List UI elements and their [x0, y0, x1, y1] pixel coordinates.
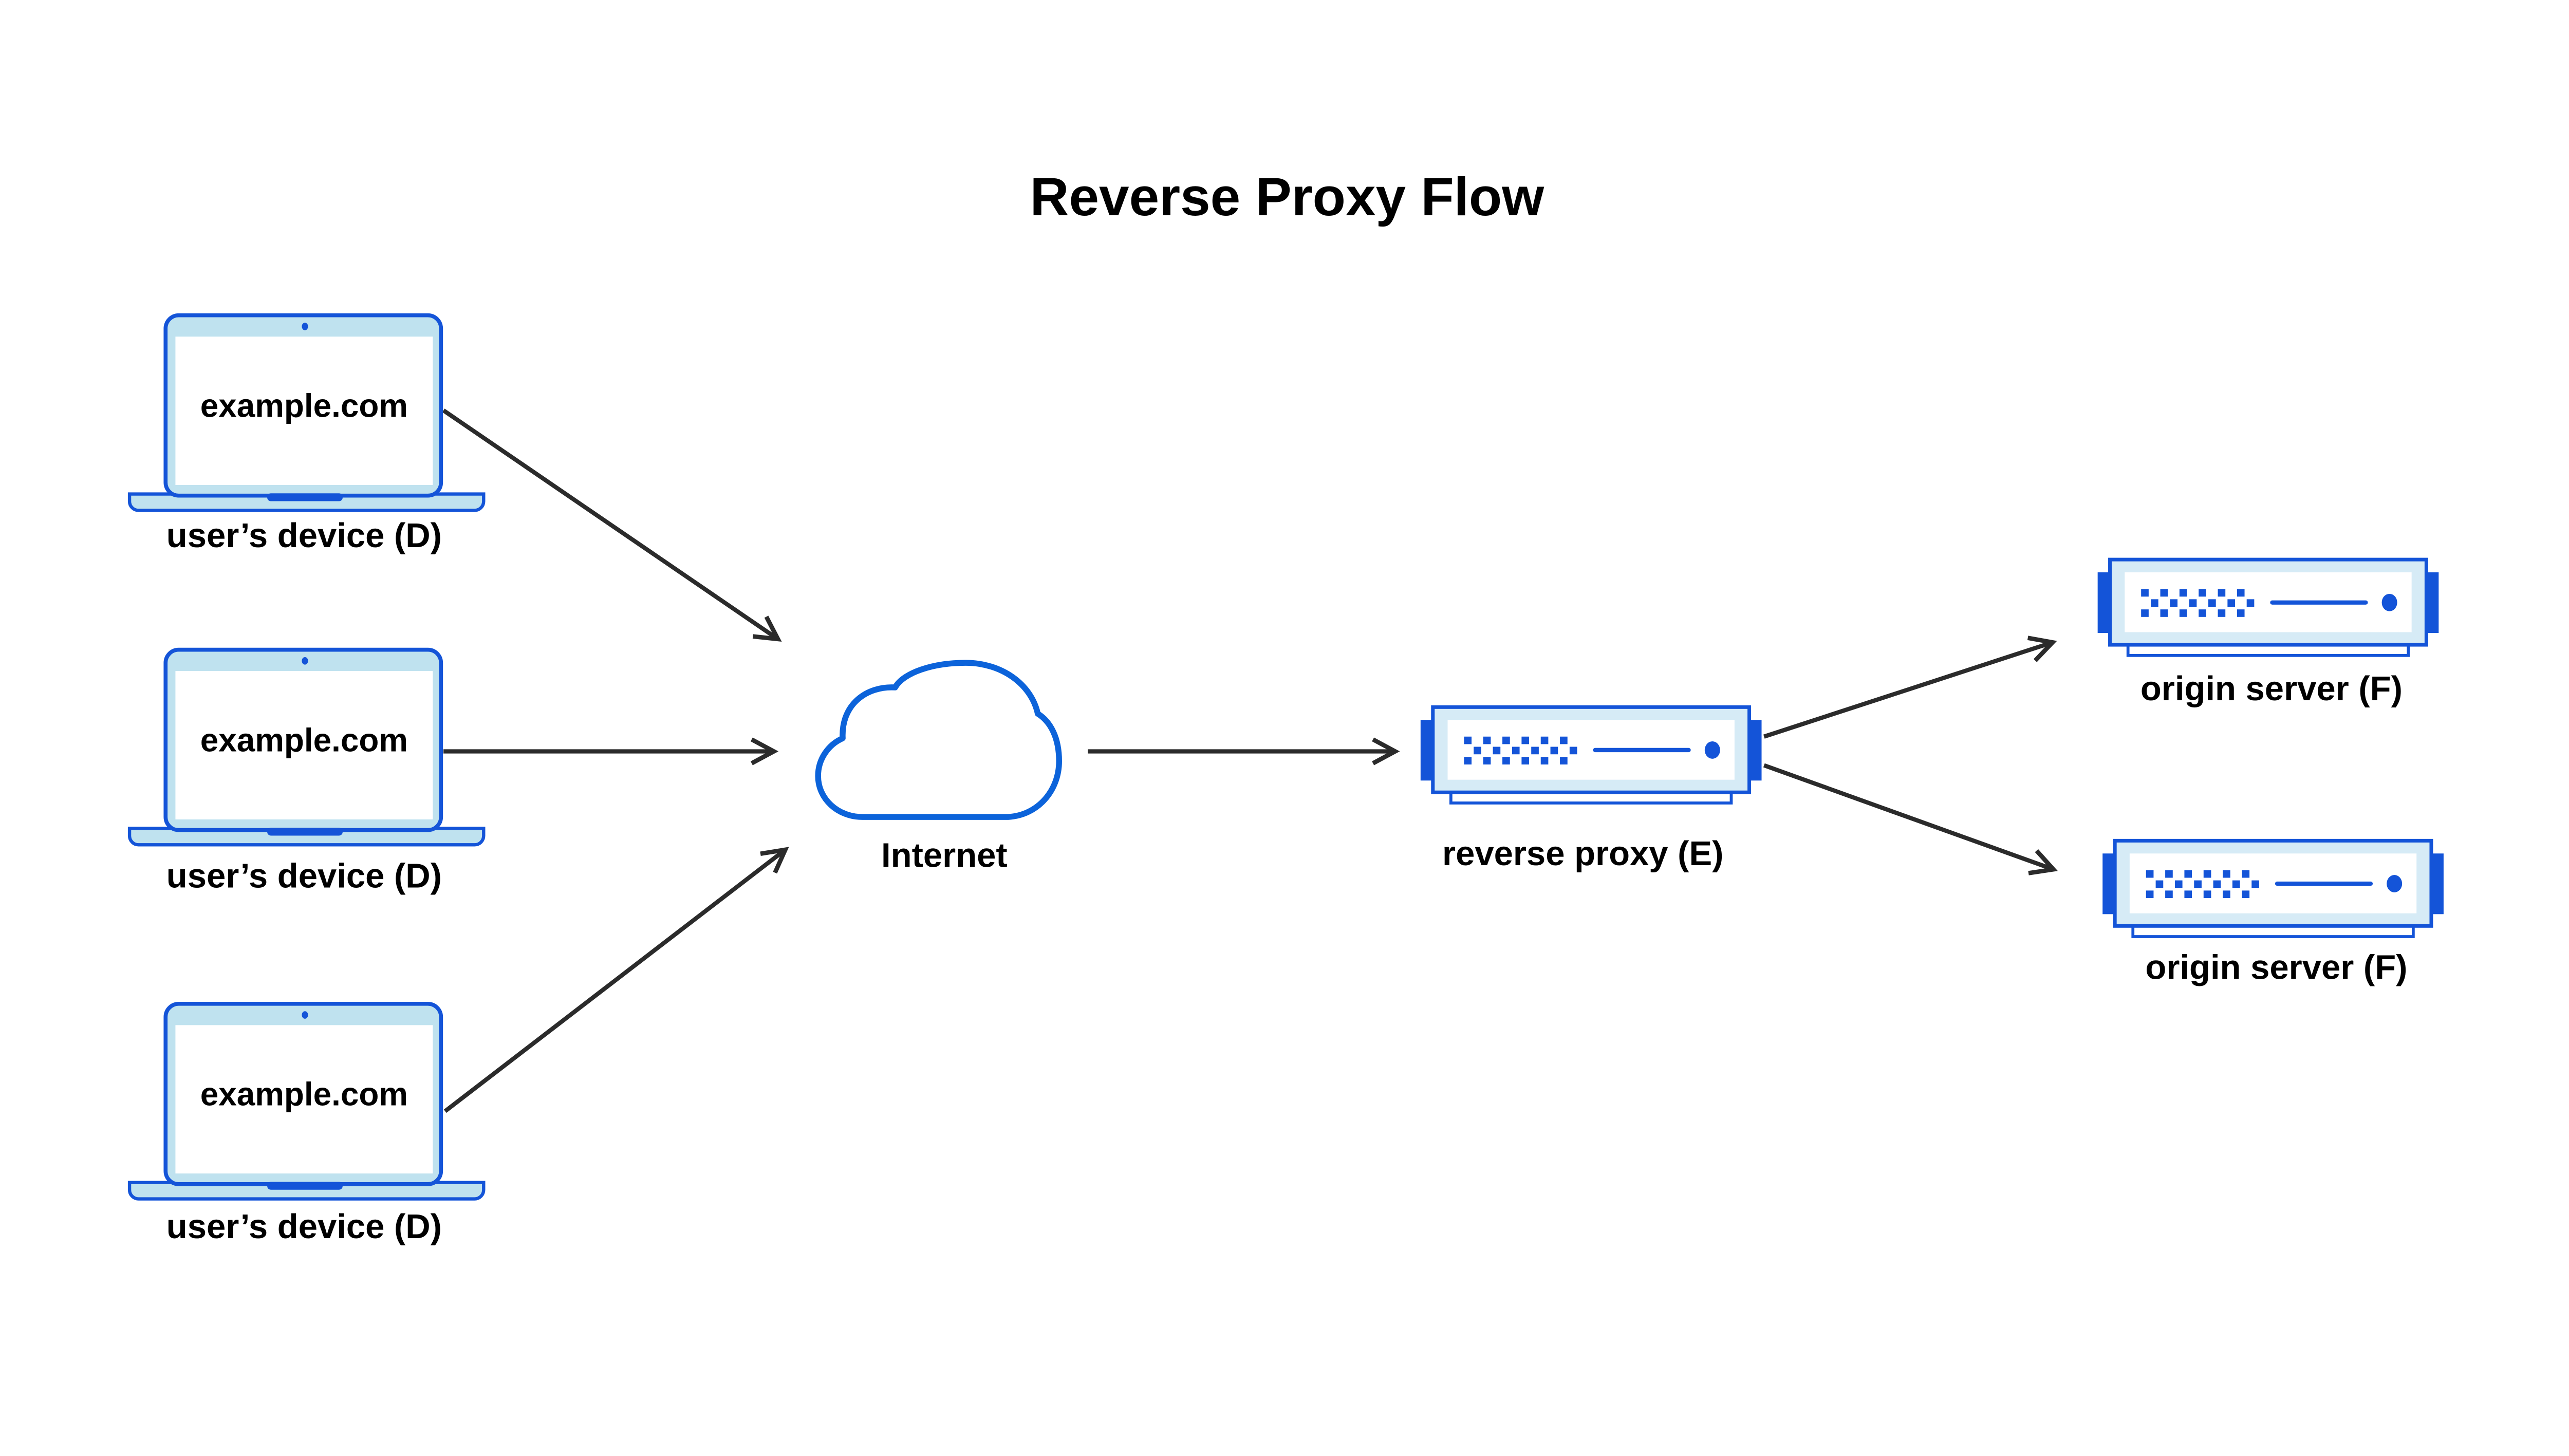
flow-arrows: [442, 408, 2058, 1113]
arrow-device3-to-internet: [443, 847, 789, 1113]
user-device-node-2: example.com user’s device (D): [129, 650, 483, 895]
user-device-node-3: example.com user’s device (D): [129, 1004, 483, 1246]
device-screen-text: example.com: [200, 721, 408, 758]
origin-server-node-2: origin server (F): [2102, 841, 2444, 987]
reverse-proxy-node: reverse proxy (E): [1421, 707, 1762, 873]
origin-server-label: origin server (F): [2140, 669, 2403, 708]
device-label: user’s device (D): [166, 516, 442, 555]
device-label: user’s device (D): [166, 1207, 442, 1246]
page-title: Reverse Proxy Flow: [1030, 167, 1544, 227]
server-icon: [2098, 559, 2439, 656]
arrow-proxy-to-origin2: [1763, 763, 2058, 875]
origin-server-label: origin server (F): [2145, 948, 2407, 987]
server-icon: [1421, 707, 1762, 803]
arrow-proxy-to-origin1: [1763, 636, 2057, 739]
cloud-icon: [815, 660, 1063, 820]
device-label: user’s device (D): [166, 856, 442, 895]
device-screen-text: example.com: [200, 1076, 408, 1113]
internet-node: Internet: [815, 660, 1063, 874]
server-icon: [2102, 841, 2444, 937]
arrow-device1-to-internet: [442, 408, 782, 642]
user-device-node-1: example.com user’s device (D): [129, 315, 483, 555]
origin-server-node-1: origin server (F): [2098, 559, 2439, 708]
internet-label: Internet: [881, 836, 1008, 874]
reverse-proxy-label: reverse proxy (E): [1442, 834, 1723, 873]
device-screen-text: example.com: [200, 387, 408, 424]
